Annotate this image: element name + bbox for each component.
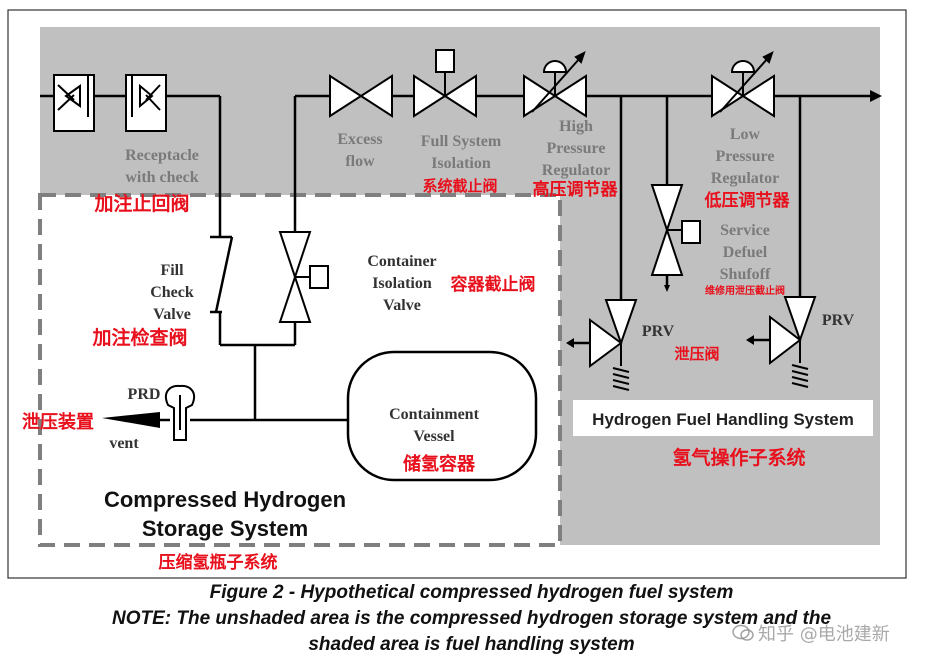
vent-label: vent xyxy=(109,435,139,452)
figure-caption-line-3: shaded area is fuel handling system xyxy=(308,634,635,655)
full-system-isolation-valve-icon xyxy=(413,49,477,118)
excess-flow-valve-icon xyxy=(329,74,393,118)
containment-vessel xyxy=(346,350,538,482)
fsi-cn-label: 系统截止阀 xyxy=(422,177,497,195)
lpr-label-3: Regulator xyxy=(711,170,779,187)
fsi-label-2: Isolation xyxy=(431,155,491,172)
hfhs-label-box xyxy=(573,400,873,436)
vent-arrow-icon xyxy=(102,412,160,428)
container-isolation-valve-icon xyxy=(278,231,329,323)
prv2-icon xyxy=(769,296,817,388)
high-pressure-regulator-icon xyxy=(523,51,587,118)
receptacle-label-1: Receptacle xyxy=(125,147,199,164)
low-pressure-regulator-icon xyxy=(711,51,775,118)
hfhs-label: Hydrogen Fuel Handling System xyxy=(592,410,854,429)
prd-label: PRD xyxy=(128,386,161,403)
prv1-label: PRV xyxy=(642,323,675,340)
civ-label-2: Isolation xyxy=(372,275,432,292)
watermark-text: 知乎 @电池建新 xyxy=(758,624,890,645)
prd-cn-label: 泄压装置 xyxy=(22,411,94,433)
fill-label-2: Check xyxy=(150,284,194,301)
fill-label-1: Fill xyxy=(160,262,184,279)
service-label-1: Service xyxy=(720,222,770,239)
flow-arrows xyxy=(566,90,882,348)
excess-flow-label-2: flow xyxy=(345,153,375,170)
service-defuel-shutoff-valve-icon xyxy=(650,184,701,276)
service-label-3: Shufoff xyxy=(720,266,771,283)
chss-label-2: Storage System xyxy=(142,516,308,541)
vessel-cn-label: 储氢容器 xyxy=(402,453,476,475)
chss-label-1: Compressed Hydrogen xyxy=(104,487,346,512)
figure-caption-line-1: Figure 2 - Hypothetical compressed hydro… xyxy=(209,582,734,603)
fsi-label-1: Full System xyxy=(421,133,502,150)
civ-label-3: Valve xyxy=(383,297,421,314)
lpr-label-1: Low xyxy=(730,126,761,143)
receptacle-check-valve-icon xyxy=(53,74,167,132)
hpr-cn-label: 高压调节器 xyxy=(533,179,619,200)
piping xyxy=(40,94,872,422)
prv1-icon xyxy=(589,299,638,391)
wechat-icon xyxy=(732,624,754,642)
watermark: 知乎 @电池建新 xyxy=(732,618,937,648)
hfhs-cn-label: 氢气操作子系统 xyxy=(672,446,805,469)
excess-flow-label-1: Excess xyxy=(337,131,382,148)
hpr-label-1: High xyxy=(559,118,593,135)
civ-cn-label: 容器截止阀 xyxy=(451,274,536,295)
service-label-2: Defuel xyxy=(723,244,768,261)
vessel-label-2: Vessel xyxy=(413,428,455,445)
fill-cn-label: 加注检查阀 xyxy=(91,326,187,349)
civ-label-1: Container xyxy=(367,253,436,270)
prv-cn-label: 泄压阀 xyxy=(674,345,719,363)
vessel-label-1: Containment xyxy=(389,406,479,423)
lpr-cn-label: 低压调节器 xyxy=(704,190,791,211)
hpr-label-3: Regulator xyxy=(542,162,610,179)
storage-system-dashed-border xyxy=(38,193,562,547)
prv2-label: PRV xyxy=(822,312,855,329)
hpr-label-2: Pressure xyxy=(547,140,606,157)
receptacle-label-2: with check xyxy=(125,169,198,186)
chss-cn-label: 压缩氢瓶子系统 xyxy=(159,552,278,573)
service-cn-label: 维修用泄压截止阀 xyxy=(705,284,785,297)
figure-caption-line-2: NOTE: The unshaded area is the compresse… xyxy=(111,608,832,629)
lpr-label-2: Pressure xyxy=(716,148,775,165)
receptacle-cn-label: 加注止回阀 xyxy=(93,192,189,215)
fill-label-3: Valve xyxy=(153,306,191,323)
prd-icon xyxy=(164,384,196,441)
